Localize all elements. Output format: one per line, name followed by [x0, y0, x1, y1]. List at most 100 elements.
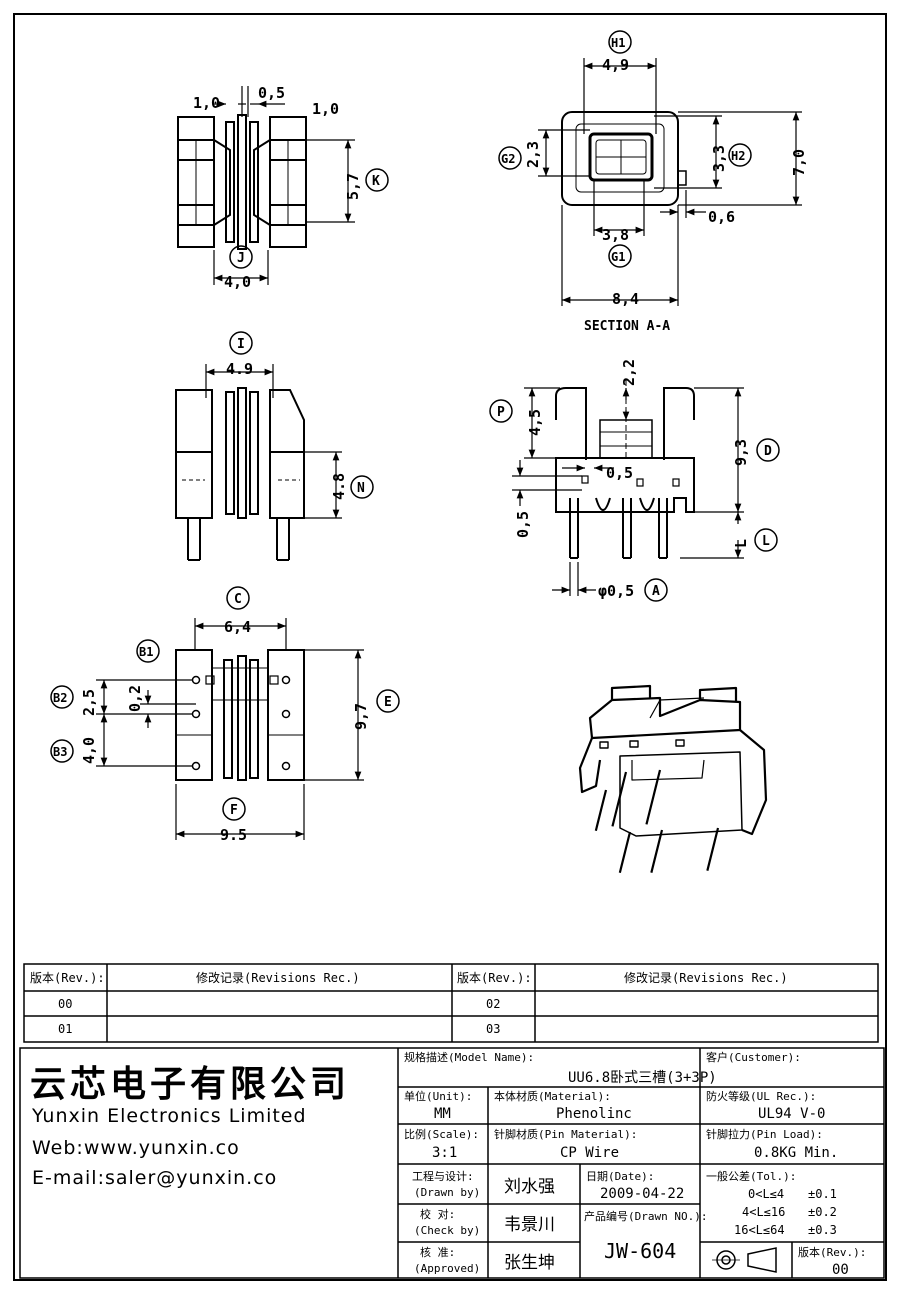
view-isometric [578, 684, 768, 874]
bubble-B1-label: B1 [139, 645, 153, 659]
dim-section-3-3: 3,3 [710, 145, 728, 172]
rev-row-00: 00 [58, 997, 72, 1011]
dim-side-9-3: 9,3 [732, 439, 750, 466]
dim-section-7-0: 7,0 [790, 149, 808, 176]
bubble-L-label: L [762, 534, 770, 549]
bubble-J [229, 245, 253, 269]
dim-bottom-6-4: 6,4 [224, 618, 251, 636]
view-section-dims [538, 58, 802, 306]
bubble-B1 [136, 639, 160, 663]
dim-side-L: L [732, 539, 750, 548]
bubble-N-label: N [357, 481, 365, 496]
dim-middle-4-9: 4.9 [226, 360, 253, 378]
check-label-cn: 校 对: [420, 1207, 455, 1221]
bubble-H2 [728, 143, 752, 167]
bubble-G2-label: G2 [501, 152, 515, 166]
customer-label: 客户(Customer): [706, 1050, 801, 1064]
bubble-B3-label: B3 [53, 745, 67, 759]
bubble-G2 [498, 146, 522, 170]
projection-symbol-icon [712, 1247, 777, 1273]
pin-material-value: CP Wire [560, 1145, 619, 1161]
dim-side-4-5: 4,5 [526, 409, 544, 436]
check-value: 韦景川 [504, 1215, 555, 1235]
pin-load-label: 针脚拉力(Pin Load): [706, 1127, 823, 1141]
tol-range-3: 16<L≤64 [734, 1223, 785, 1237]
bubble-D [756, 438, 780, 462]
approved-value: 张生坤 [504, 1253, 555, 1273]
view-middle-left-dims [205, 364, 342, 519]
tol-label: 一般公差(Tol.): [706, 1169, 796, 1183]
bubble-J-label: J [237, 251, 245, 266]
bubble-I-label: I [237, 337, 245, 352]
bubble-K-label: K [372, 174, 380, 189]
model-label: 规格描述(Model Name): [404, 1050, 534, 1064]
company-name-cn: 云芯电子有限公司 [30, 1064, 350, 1105]
dim-side-pin-dia: φ0,5 [598, 582, 634, 600]
bubble-B2 [50, 685, 74, 709]
dim-0-5-top: 0,5 [258, 84, 285, 102]
scale-value: 3:1 [432, 1145, 457, 1161]
view-top-left-dims [213, 86, 355, 285]
bubble-F [222, 797, 246, 821]
sheet-border [13, 13, 887, 1281]
bubble-B2-label: B2 [53, 691, 67, 705]
bubble-E [376, 689, 400, 713]
company-web: Web:www.yunxin.co [32, 1137, 240, 1159]
tol-range-2: 4<L≤16 [742, 1205, 785, 1219]
dim-side-2-2: 2,2 [620, 359, 638, 386]
dim-bottom-2-5: 2,5 [80, 689, 98, 716]
bubble-C [226, 586, 250, 610]
dim-section-8-4: 8,4 [612, 290, 639, 308]
unit-label: 单位(Unit): [404, 1089, 472, 1103]
pin-load-value: 0.8KG Min. [754, 1145, 838, 1161]
bubble-A [644, 578, 668, 602]
tol-value-2: ±0.2 [808, 1205, 837, 1219]
dim-4-0: 4,0 [224, 273, 251, 291]
bubble-L [754, 528, 778, 552]
rev-row-01: 01 [58, 1022, 72, 1036]
bubble-F-label: F [230, 803, 238, 818]
dim-side-0-5-step: 0,5 [514, 511, 532, 538]
date-label: 日期(Date): [586, 1170, 654, 1183]
rev-head-right: 版本(Rev.): [457, 971, 532, 985]
rev-label: 版本(Rev.): [798, 1245, 866, 1259]
dim-section-3-8: 3,8 [602, 226, 629, 244]
approved-label-en: (Approved) [414, 1262, 480, 1275]
company-email: E-mail:saler@yunxin.co [32, 1167, 277, 1189]
view-bottom [175, 649, 305, 781]
dim-side-0-5-gap: 0,5 [606, 464, 633, 482]
dim-1-0-left: 1,0 [193, 94, 220, 112]
rev-value: 00 [832, 1262, 849, 1278]
bubble-I [229, 331, 253, 355]
tol-range-1: 0<L≤4 [748, 1187, 784, 1201]
rev-row-02: 02 [486, 997, 500, 1011]
bubble-E-label: E [384, 695, 392, 710]
rev-row-03: 03 [486, 1022, 500, 1036]
bubble-P-label: P [497, 405, 505, 420]
model-value: UU6.8卧式三槽(3+3P) [568, 1070, 717, 1086]
bubble-B3 [50, 739, 74, 763]
bubble-G1 [608, 244, 632, 268]
title-block-grid [19, 1047, 885, 1279]
dim-5-7: 5,7 [344, 173, 362, 200]
material-label: 本体材质(Material): [494, 1089, 611, 1103]
dim-section-4-9: 4,9 [602, 56, 629, 74]
company-name-en: Yunxin Electronics Limited [31, 1105, 307, 1127]
rec-head-left: 修改记录(Revisions Rec.) [196, 970, 360, 985]
material-value: Phenolinc [556, 1106, 632, 1122]
bubble-A-label: A [652, 584, 660, 599]
approved-label-cn: 核 准: [420, 1245, 455, 1259]
tol-value-3: ±0.3 [808, 1223, 837, 1237]
rev-head-left: 版本(Rev.): [30, 971, 105, 985]
dim-1-0-right: 1,0 [312, 100, 339, 118]
view-top-left [177, 114, 307, 250]
revision-table [23, 963, 879, 1043]
dim-section-2-3: 2,3 [524, 141, 542, 168]
check-label-en: (Check by) [414, 1224, 480, 1237]
bubble-G1-label: G1 [611, 250, 625, 264]
drawn-no-value: JW-604 [604, 1239, 676, 1263]
drawn-label-cn: 工程与设计: [412, 1170, 474, 1183]
tol-value-1: ±0.1 [808, 1187, 837, 1201]
view-section-a-a [561, 111, 687, 206]
